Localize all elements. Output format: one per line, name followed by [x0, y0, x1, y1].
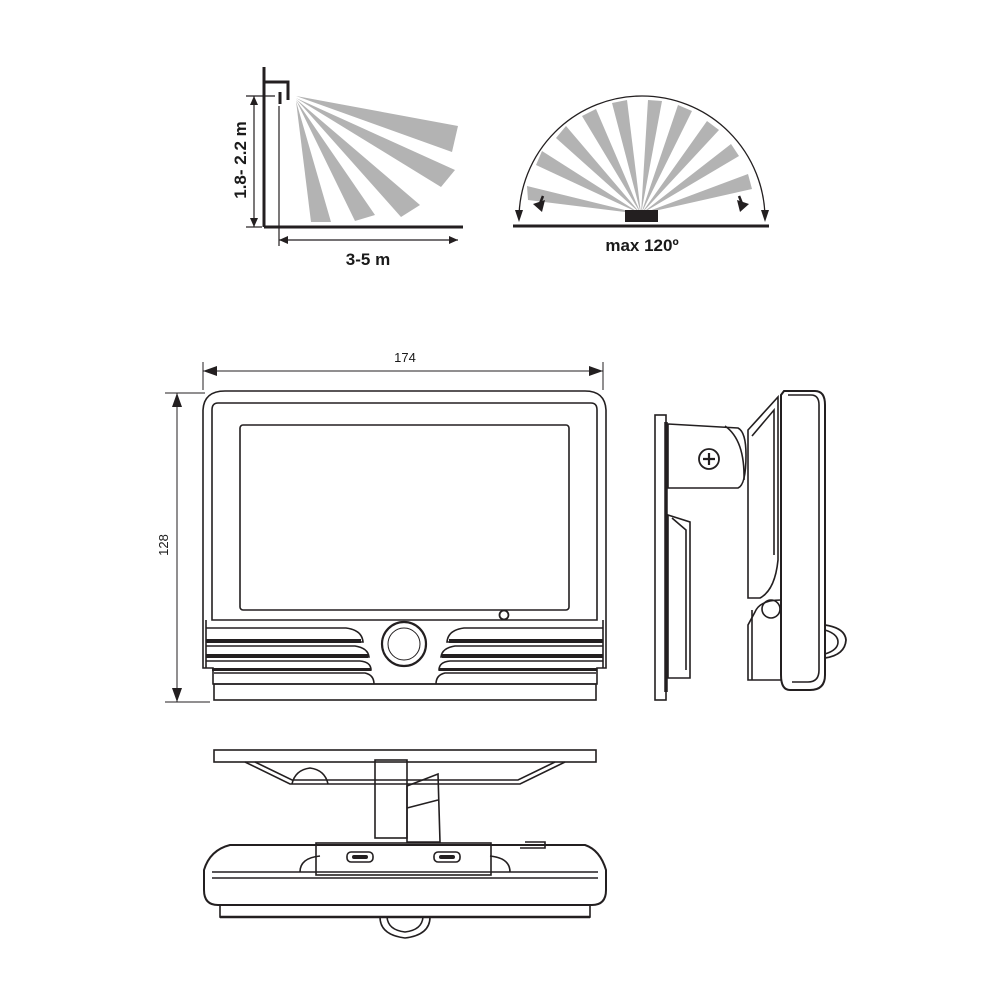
ray: [296, 99, 420, 217]
sensor-height-diagram: 1.8- 2.2 m 3-5 m: [231, 67, 463, 269]
bracket-block: [315, 842, 492, 876]
vent-fins-right: [435, 620, 604, 685]
height-label-front: 128: [156, 534, 171, 556]
ray: [296, 96, 458, 152]
arrow-right-icon: [737, 195, 749, 212]
ray: [641, 174, 752, 214]
detection-rays-side: [296, 96, 458, 222]
arrow-left-icon: [533, 195, 545, 212]
ray: [612, 100, 641, 214]
sensor-knob-icon: [761, 599, 781, 619]
sensor-dome-bottom: [379, 916, 431, 939]
slot-left: [346, 851, 374, 863]
indicator-led-icon: [498, 609, 510, 621]
sensor-angle-diagram: max 120º: [513, 95, 769, 255]
arc-arrow-right: [761, 210, 769, 222]
screw-icon: [698, 448, 720, 470]
ray: [296, 98, 455, 187]
mounting-plate-top: [213, 749, 597, 763]
ray: [527, 186, 641, 214]
arc-arrow-left: [515, 210, 523, 222]
width-dimension-line: [202, 362, 604, 390]
housing-outline: [202, 390, 607, 685]
angle-label: max 120º: [605, 236, 678, 255]
ray: [536, 151, 641, 214]
mounting-arm: [667, 423, 747, 489]
wall-with-lamp: [262, 67, 463, 229]
detection-rays-fan: [527, 100, 752, 214]
height-dimension-line: [246, 95, 280, 246]
ray: [556, 126, 641, 214]
arm-top: [374, 759, 408, 839]
ray: [641, 121, 719, 214]
ray: [641, 144, 739, 214]
range-label: 3-5 m: [346, 250, 390, 269]
width-label: 174: [394, 350, 416, 365]
bottom-view: [203, 749, 607, 939]
led-panel: [239, 424, 570, 611]
vent-fins-left: [205, 620, 375, 685]
height-dimension-line-front: [165, 392, 210, 703]
detection-arc: [518, 95, 766, 220]
side-view: [654, 390, 847, 701]
sensor-lens-icon: [380, 620, 428, 668]
range-dimension-line: [279, 236, 458, 244]
ray: [296, 100, 375, 221]
slot-right: [433, 851, 461, 863]
ray: [641, 100, 662, 214]
lamp-body-bottom: [203, 844, 607, 906]
ray: [641, 105, 692, 214]
sensor-block: [625, 210, 658, 222]
lamp-body-side: [780, 390, 826, 691]
front-view: [165, 362, 607, 703]
ray: [296, 101, 331, 222]
ray: [582, 109, 641, 214]
height-label: 1.8- 2.2 m: [231, 121, 250, 199]
